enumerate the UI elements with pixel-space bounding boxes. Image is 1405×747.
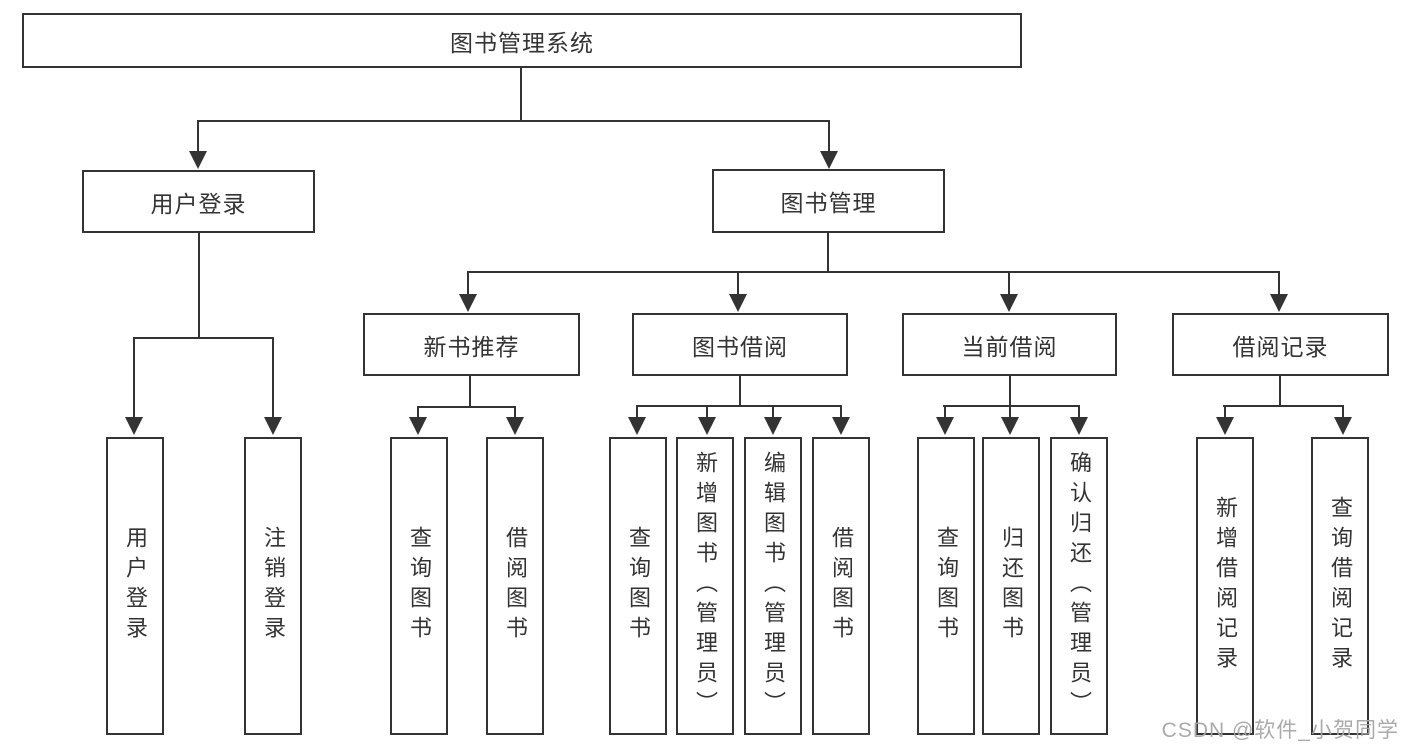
arrowhead-to-new-book-recommendation — [459, 271, 477, 312]
arrowhead-to-query-books-3 — [936, 406, 954, 435]
node-label: 图书管理 — [780, 190, 877, 216]
node-label: 图书借阅 — [692, 333, 788, 360]
leaf-label: 新增借阅记录 — [1213, 496, 1238, 676]
leaf-label: 查询借阅记录 — [1328, 496, 1353, 676]
leaf-label: 归还图书 — [999, 526, 1024, 646]
edge-borrowing-records-rail — [1223, 405, 1344, 407]
leaf-user-login: 用户登录 — [106, 437, 164, 735]
node-book-borrowing: 图书借阅 — [632, 313, 848, 376]
node-borrowing-records: 借阅记录 — [1172, 313, 1389, 376]
node-user-login: 用户登录 — [82, 170, 315, 233]
node-new-book-recommendation: 新书推荐 — [363, 313, 580, 376]
node-label: 用户登录 — [150, 190, 247, 217]
leaf-label: 编辑图书（管理员） — [761, 451, 786, 721]
leaf-borrow-books-borrowing: 借阅图书 — [812, 437, 870, 735]
leaf-confirm-return-admin: 确认归还（管理员） — [1050, 437, 1108, 735]
arrowhead-to-query-borrow-record — [1334, 406, 1352, 435]
leaf-add-borrow-record: 新增借阅记录 — [1196, 437, 1254, 735]
node-label: 当前借阅 — [961, 333, 1058, 360]
edge-book-borrowing-stem — [739, 376, 741, 406]
arrowhead-to-book-borrowing — [729, 271, 747, 312]
leaf-label: 查询图书 — [626, 526, 651, 646]
arrowhead-to-logout-leaf — [264, 338, 282, 435]
edge-user-login-rail — [133, 337, 274, 339]
edge-book-mgmt-rail — [467, 271, 1280, 273]
leaf-return-books: 归还图书 — [982, 437, 1040, 735]
leaf-label: 查询图书 — [934, 526, 959, 646]
leaf-logout-login: 注销登录 — [244, 437, 302, 735]
arrowhead-to-query-books-1 — [409, 407, 427, 435]
leaf-label: 借阅图书 — [503, 526, 528, 646]
csdn-watermark: CSDN @软件_小贺同学 — [1161, 719, 1399, 742]
edge-book-mgmt-stem — [827, 233, 829, 271]
leaf-label: 用户登录 — [123, 526, 148, 646]
leaf-edit-books-admin: 编辑图书（管理员） — [744, 437, 802, 735]
node-label: 图书管理系统 — [450, 29, 594, 56]
edge-new-book-rail — [417, 406, 516, 408]
edge-root-stem — [520, 68, 522, 120]
edge-new-book-stem — [469, 376, 471, 407]
arrowhead-to-add-borrow-record — [1216, 406, 1234, 435]
node-label: 新书推荐 — [423, 333, 520, 360]
edge-current-borrowing-rail — [943, 405, 1080, 407]
edge-current-borrowing-stem — [1009, 376, 1011, 406]
arrowhead-to-add-books — [698, 406, 716, 435]
arrowhead-to-borrow-books-2 — [832, 406, 850, 435]
arrowhead-to-return-books — [1001, 406, 1019, 435]
node-current-borrowing: 当前借阅 — [902, 313, 1117, 376]
node-label: 借阅记录 — [1232, 333, 1329, 360]
leaf-add-books-admin: 新增图书（管理员） — [676, 437, 734, 735]
arrowhead-to-user-login — [189, 120, 207, 169]
node-book-management: 图书管理 — [712, 169, 945, 233]
arrowhead-to-user-login-leaf — [125, 338, 143, 435]
leaf-query-borrow-record: 查询借阅记录 — [1311, 437, 1369, 735]
leaf-query-books-borrowing: 查询图书 — [609, 437, 667, 735]
edge-user-login-stem — [198, 233, 200, 338]
arrowhead-to-confirm-return — [1070, 406, 1088, 435]
leaf-label: 借阅图书 — [829, 526, 854, 646]
arrowhead-to-borrowing-records — [1270, 271, 1288, 312]
arrowhead-to-borrow-books-1 — [506, 407, 524, 435]
node-library-management-system: 图书管理系统 — [22, 13, 1022, 68]
arrowhead-to-query-books-2 — [628, 406, 646, 435]
arrowhead-to-current-borrowing — [1000, 271, 1018, 312]
leaf-label: 新增图书（管理员） — [693, 451, 718, 721]
leaf-query-books-recommend: 查询图书 — [390, 437, 448, 735]
edge-root-rail — [197, 120, 830, 122]
edge-borrowing-records-stem — [1279, 376, 1281, 406]
leaf-label: 注销登录 — [261, 526, 286, 646]
leaf-borrow-books-recommend: 借阅图书 — [486, 437, 544, 735]
edge-book-borrowing-rail — [636, 405, 842, 407]
leaf-label: 确认归还（管理员） — [1067, 451, 1092, 721]
arrowhead-to-book-management — [820, 120, 838, 169]
arrowhead-to-edit-books — [764, 406, 782, 435]
leaf-label: 查询图书 — [407, 526, 432, 646]
leaf-query-books-current: 查询图书 — [917, 437, 975, 735]
